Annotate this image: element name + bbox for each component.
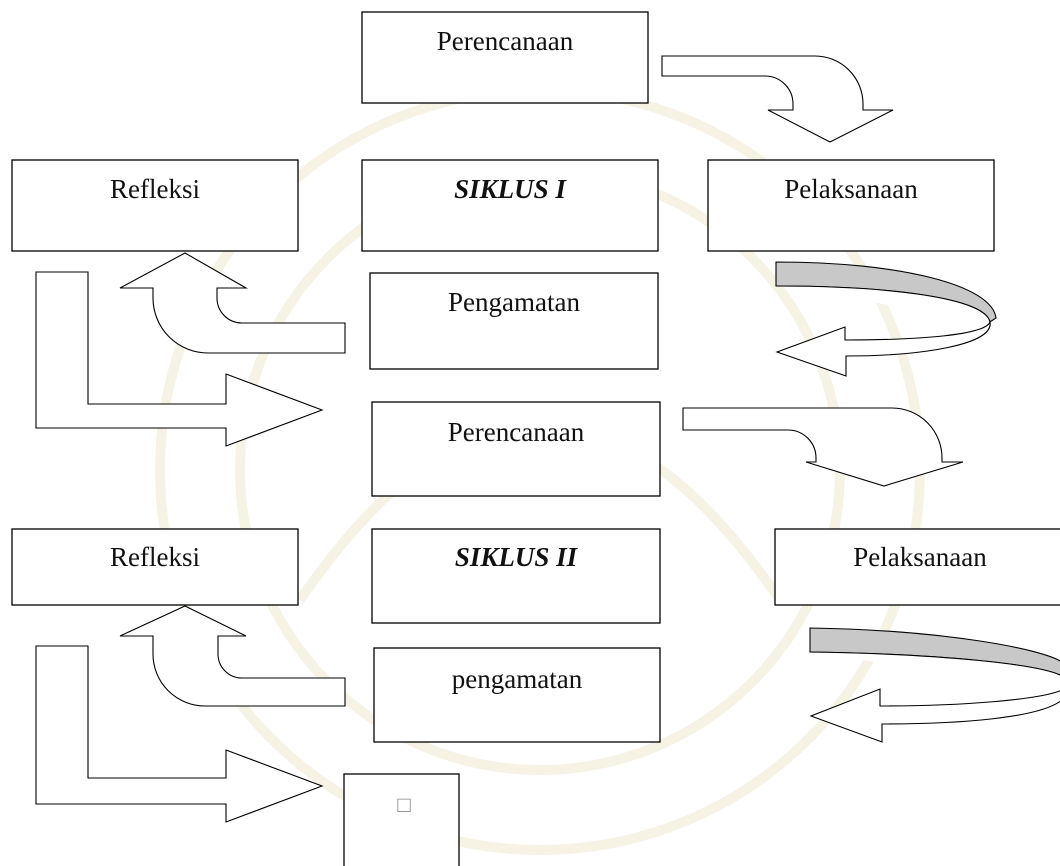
cycle1-reflection-box: Refleksi <box>11 159 299 252</box>
cycle2-title-box: SIKLUS II <box>371 528 661 624</box>
cycle2-reflection-label: Refleksi <box>110 542 200 572</box>
cycle2-observation-label: pengamatan <box>452 664 583 694</box>
cycle1-title-box: SIKLUS I <box>361 159 659 252</box>
cycle1-observation-box: Pengamatan <box>369 272 659 370</box>
cycle2-action-box: Pelaksanaan <box>774 528 1060 606</box>
cycle1-observation-label: Pengamatan <box>448 287 580 317</box>
cycle2-observation-box: pengamatan <box>373 647 661 743</box>
cycle-1: Perencanaan Refleksi SIKLUS I Pelaksanaa… <box>11 11 997 447</box>
cycle2-planning-box: Perencanaan <box>371 401 661 497</box>
cycle-2: Perencanaan Refleksi SIKLUS II Pelaksana… <box>11 401 1060 866</box>
cycle1-planning-to-action-arrow <box>661 55 894 143</box>
cycle1-action-box: Pelaksanaan <box>707 159 995 252</box>
cycle2-planning-to-action-arrow <box>682 407 964 487</box>
cycle1-planning-box: Perencanaan <box>361 11 649 104</box>
cycle1-action-label: Pelaksanaan <box>784 174 918 204</box>
end-box: □ <box>343 773 460 866</box>
cycle1-reflection-to-next-planning-arrow <box>35 271 324 447</box>
cycle2-reflection-to-end-arrow <box>35 645 324 823</box>
cycle1-observation-to-reflection-arrow <box>119 252 346 354</box>
cycle2-title-label: SIKLUS II <box>455 542 579 572</box>
cycle2-action-label: Pelaksanaan <box>853 542 987 572</box>
cycle2-observation-to-reflection-arrow <box>119 605 346 707</box>
cycle1-reflection-label: Refleksi <box>110 174 200 204</box>
cycle2-planning-label: Perencanaan <box>448 417 585 447</box>
cycle1-title-label: SIKLUS I <box>454 174 567 204</box>
cycle1-planning-label: Perencanaan <box>437 26 574 56</box>
cycle2-reflection-box: Refleksi <box>11 528 299 606</box>
cycle2-action-to-observation-arrow <box>809 651 1060 743</box>
cycle1-action-to-observation-arrow <box>775 285 991 377</box>
end-box-glyph: □ <box>397 792 410 817</box>
